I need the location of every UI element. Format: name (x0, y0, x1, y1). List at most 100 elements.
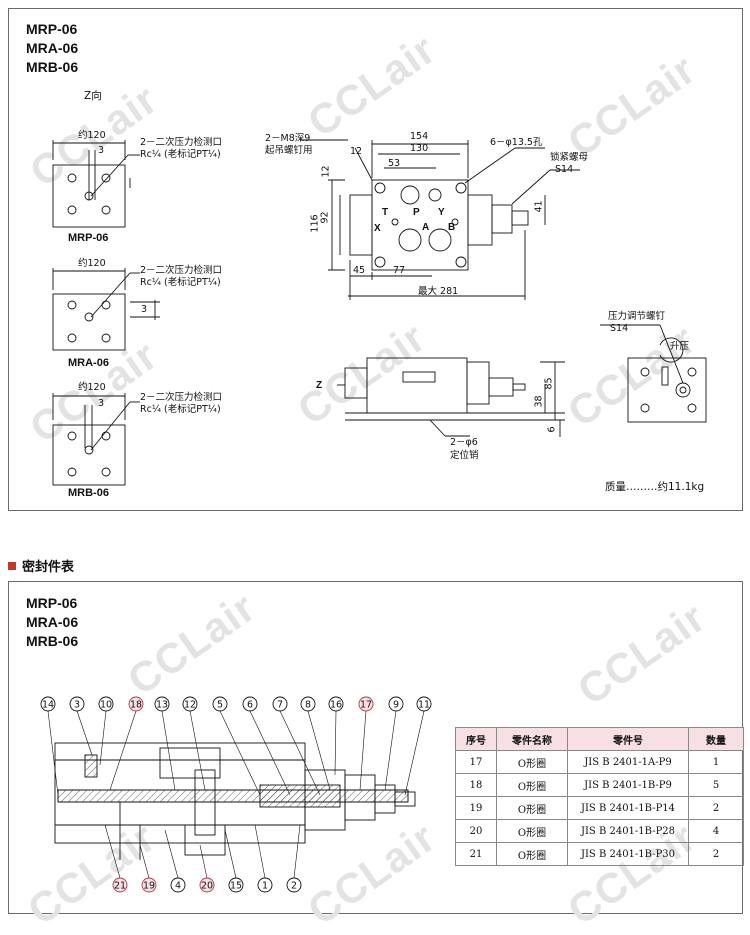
model-name: MRB-06 (26, 633, 79, 649)
mrp-offset-label: 3 (98, 145, 105, 156)
callout-leader (99, 710, 107, 766)
callout-number: 4 (175, 881, 181, 892)
cell: 21 (455, 842, 497, 866)
model-list: MRP-06 MRA-06 MRB-06 (26, 594, 78, 651)
cell: O形圈 (496, 819, 568, 843)
mrp-caption: MRP-06 (68, 232, 109, 244)
callout-circle (272, 696, 288, 712)
cell: 2 (688, 796, 744, 820)
model-name: MRA-06 (26, 614, 79, 630)
callout-leader (404, 710, 425, 796)
callout-circle (98, 696, 114, 712)
mrp-note: Rc¼ (老标记PT¼) (140, 149, 221, 160)
table-row: 17 O形圈 JIS B 2401-1A-P9 1 (455, 750, 744, 774)
cell: JIS B 2401-1B-P14 (567, 796, 689, 820)
mrb-caption: MRB-06 (68, 487, 109, 499)
model-name: MRB-06 (26, 59, 79, 75)
col-header: 零件名称 (496, 727, 568, 751)
callout-number: 6 (247, 700, 253, 711)
cell: 18 (455, 773, 497, 797)
z-view-label: Z向 (84, 90, 102, 102)
mrb-note: Rc¼ (老标记PT¼) (140, 404, 221, 415)
callout-circle (182, 696, 198, 712)
port-label: Y (438, 207, 445, 218)
dimension-drawing (52, 139, 707, 486)
cell: 20 (455, 819, 497, 843)
screw-note: 起吊螺钉用 (265, 145, 313, 156)
model-name: MRP-06 (26, 21, 78, 37)
callout-number: 3 (74, 700, 80, 711)
col-header: 数量 (688, 727, 744, 751)
callout-number: 2 (291, 881, 297, 892)
callout-circle (286, 877, 302, 893)
port-label: B (448, 222, 456, 233)
callout-circle (40, 696, 56, 712)
callout-circle (199, 877, 215, 893)
mrp-note: 2－二次压力检测口 (140, 137, 223, 148)
table-row: 20 O形圈 JIS B 2401-1B-P28 4 (455, 819, 744, 843)
callout-leader (109, 710, 137, 791)
dim-130: 130 (410, 143, 429, 154)
callout-leader (384, 710, 397, 791)
callout-number: 21 (114, 881, 126, 892)
seal-parts-table: 序号 零件名称 零件号 数量 17 O形圈 JIS B 2401-1A-P9 1… (455, 727, 744, 866)
callout-number: 19 (143, 881, 155, 892)
nut-note: S14 (555, 164, 574, 175)
callout-circle (112, 877, 128, 893)
table-row: 19 O形圈 JIS B 2401-1B-P14 2 (455, 796, 744, 820)
pin-note: 2－φ6 (450, 437, 478, 448)
callout-circle (388, 696, 404, 712)
cell: 19 (455, 796, 497, 820)
mra-caption: MRA-06 (68, 357, 109, 369)
port-label: T (382, 207, 389, 218)
callout-number: 20 (201, 881, 213, 892)
callout-leader (279, 710, 321, 796)
cell: 5 (688, 773, 744, 797)
cell: JIS B 2401-1B-P28 (567, 819, 689, 843)
callout-circle (141, 877, 157, 893)
rise-label: 升压 (670, 341, 690, 352)
cell: O形圈 (496, 750, 568, 774)
callout-number: 7 (277, 700, 283, 711)
cell: O形圈 (496, 796, 568, 820)
nut-note: 锁紧螺母 (550, 152, 589, 163)
callout-leader (249, 710, 291, 796)
callout-leader (104, 824, 121, 879)
callout-circle (154, 696, 170, 712)
callout-leader (164, 829, 179, 879)
cell: O形圈 (496, 773, 568, 797)
port-label: A (422, 222, 430, 233)
cell: 2 (688, 842, 744, 866)
callout-number: 13 (156, 700, 168, 711)
mrb-width-label: 约120 (78, 382, 106, 393)
callout-leader (334, 710, 337, 776)
callout-leader (219, 710, 261, 796)
z-arrow-label: Z (316, 380, 323, 391)
dim-max: 最大 281 (418, 286, 459, 297)
dim-77: 77 (393, 265, 406, 276)
cell: JIS B 2401-1A-P9 (567, 750, 689, 774)
callout-leader (224, 829, 237, 879)
callout-circle (300, 696, 316, 712)
callout-number: 10 (100, 700, 112, 711)
callout-circle (170, 877, 186, 893)
hole-note: 6－φ13.5孔 (490, 137, 543, 148)
callout-number: 1 (262, 881, 268, 892)
cell: 4 (688, 819, 744, 843)
adjust-note: S14 (610, 323, 629, 334)
cell: JIS B 2401-1B-P30 (567, 842, 689, 866)
callout-circle (242, 696, 258, 712)
section-title: 密封件表 (8, 556, 74, 575)
callout-circle (358, 696, 374, 712)
cell: O形圈 (496, 842, 568, 866)
callout-leader (161, 710, 176, 791)
mra-note: Rc¼ (老标记PT¼) (140, 277, 221, 288)
table-header-row: 序号 零件名称 零件号 数量 (455, 727, 744, 751)
callout-number: 14 (42, 700, 54, 711)
col-header: 序号 (455, 727, 497, 751)
mrb-note: 2－二次压力检测口 (140, 392, 223, 403)
port-label: P (413, 207, 420, 218)
callout-number: 18 (130, 700, 142, 711)
callout-circle (128, 696, 144, 712)
callout-leader (359, 710, 367, 791)
